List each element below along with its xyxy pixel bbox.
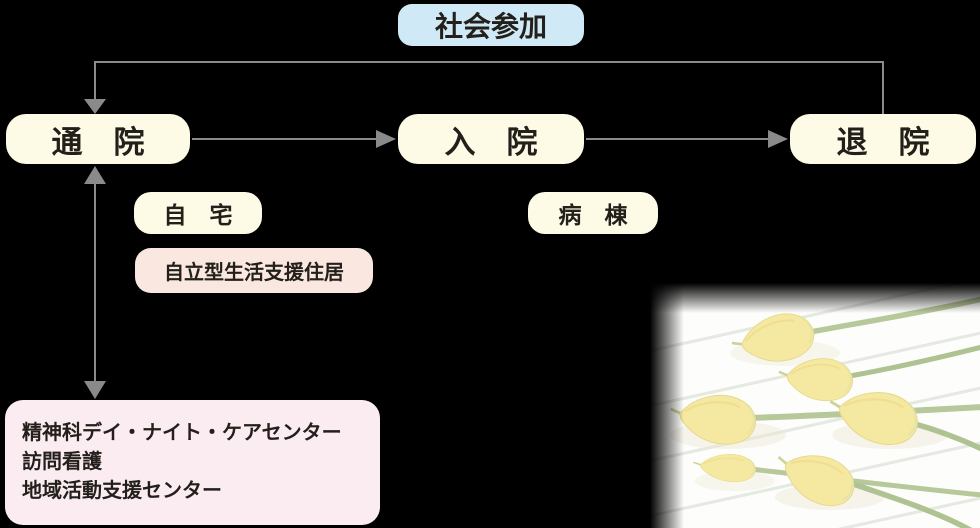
community-support-line-2: 訪問看護 xyxy=(22,451,102,473)
node-outpatient-label: 通 院 xyxy=(51,124,145,160)
node-outpatient: 通 院 xyxy=(6,114,190,164)
community-support-line-1: 精神科デイ・ナイト・ケアセンター xyxy=(22,422,342,444)
photo-top-fade xyxy=(650,283,980,313)
node-ward: 病 棟 xyxy=(528,192,658,234)
node-discharge-label: 退 院 xyxy=(836,124,930,160)
node-ward-label: 病 棟 xyxy=(558,202,628,228)
node-independent-housing: 自立型生活支援住居 xyxy=(135,248,373,293)
node-social-participation: 社会参加 xyxy=(398,4,584,46)
node-social-participation-label: 社会参加 xyxy=(434,11,547,42)
node-home: 自 宅 xyxy=(134,192,262,234)
arrowhead-into-inpatient xyxy=(376,130,396,148)
discharge-to-outpatient-line xyxy=(94,61,884,116)
arrowhead-down-to-community xyxy=(84,381,106,399)
calla-lily-photo xyxy=(650,283,980,528)
community-support-line-3: 地域活動支援センター xyxy=(22,480,222,502)
node-community-support: 精神科デイ・ナイト・ケアセンター 訪問看護 地域活動支援センター xyxy=(5,400,380,525)
calla-lily-illustration xyxy=(650,283,980,528)
node-independent-housing-label: 自立型生活支援住居 xyxy=(164,262,344,284)
node-hospitalization: 入 院 xyxy=(398,114,584,164)
node-home-label: 自 宅 xyxy=(163,202,233,228)
photo-left-fade xyxy=(650,283,684,528)
arrowhead-into-discharge xyxy=(768,130,788,148)
arrowhead-down-into-outpatient xyxy=(84,99,106,114)
arrowhead-up-to-outpatient xyxy=(84,166,106,184)
node-discharge: 退 院 xyxy=(790,114,976,164)
node-hospitalization-label: 入 院 xyxy=(444,124,538,160)
